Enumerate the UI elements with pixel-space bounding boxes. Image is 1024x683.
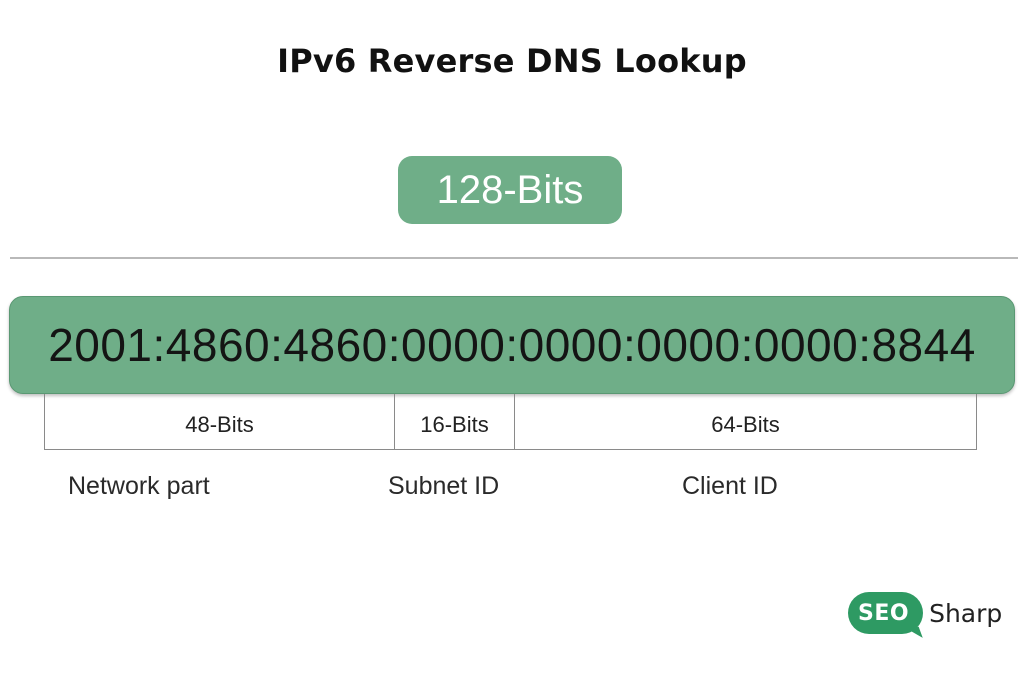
segment-client-label: Client ID xyxy=(682,472,778,500)
ipv6-address-bar: 2001:4860:4860:0000:0000:0000:0000:8844 xyxy=(9,296,1015,394)
segment-subnet-bits: 16-Bits xyxy=(394,394,514,450)
divider-line xyxy=(10,257,1018,259)
segment-network-label: Network part xyxy=(68,472,210,500)
logo-badge-text: SEO xyxy=(858,600,910,626)
logo-text: Sharp xyxy=(929,598,1003,628)
seosharp-logo: SEO Sharp xyxy=(848,592,1003,642)
segment-subnet-label: Subnet ID xyxy=(388,472,500,500)
segment-client-bits: 64-Bits xyxy=(514,394,977,450)
total-bits-badge: 128-Bits xyxy=(398,156,622,224)
segment-network-bits: 48-Bits xyxy=(44,394,394,450)
diagram-title: IPv6 Reverse DNS Lookup xyxy=(277,42,747,80)
logo-tail-icon xyxy=(909,626,923,642)
logo-badge: SEO xyxy=(848,592,924,642)
